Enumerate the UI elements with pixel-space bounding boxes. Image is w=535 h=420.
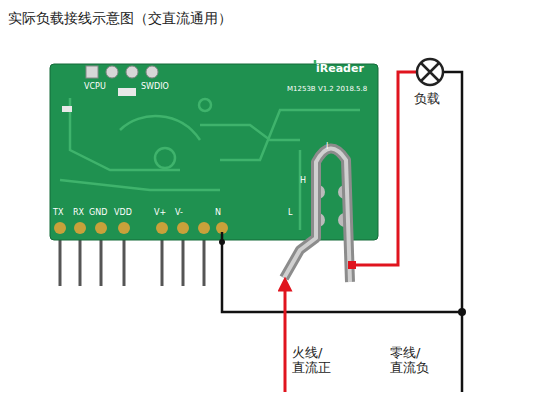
load-label: 负载 (414, 90, 450, 108)
metal-terminal (284, 148, 350, 282)
live-load-wire (352, 72, 416, 265)
terminal-label: L (288, 208, 292, 217)
pin-name: V- (175, 208, 183, 217)
neutral-wire (222, 232, 462, 312)
pin-name: GND (89, 208, 107, 217)
live-input-wire (284, 284, 287, 392)
pin-name: RX (73, 208, 84, 217)
board-marking: VCPU (84, 82, 106, 91)
wire-label: 零线/ 直流负 (390, 346, 436, 376)
neutral-line (444, 72, 462, 392)
pin-name: TX (53, 208, 63, 217)
wire-label: 火线/ 直流正 (292, 346, 338, 376)
header-pins (60, 238, 204, 286)
junction-dot (458, 308, 466, 316)
version-marking: M1253B V1.2 2018.5.8 (287, 85, 367, 93)
pin-name: V+ (154, 208, 166, 217)
wire-end (348, 261, 356, 269)
metal-terminal-shine (284, 148, 350, 282)
pin-name: VDD (114, 208, 132, 217)
brand-marking: iReader (316, 63, 364, 76)
load-lamp: 负载 (410, 56, 450, 108)
pin-name: N (215, 208, 221, 217)
diagram-title: 实际负载接线示意图（交直流通用） (8, 10, 232, 26)
wire-joint (219, 239, 225, 245)
terminal-label: I (326, 142, 328, 151)
lamp-symbol (410, 56, 450, 90)
terminal-label: H (300, 176, 306, 185)
board-marking: SWDIO (141, 82, 169, 91)
